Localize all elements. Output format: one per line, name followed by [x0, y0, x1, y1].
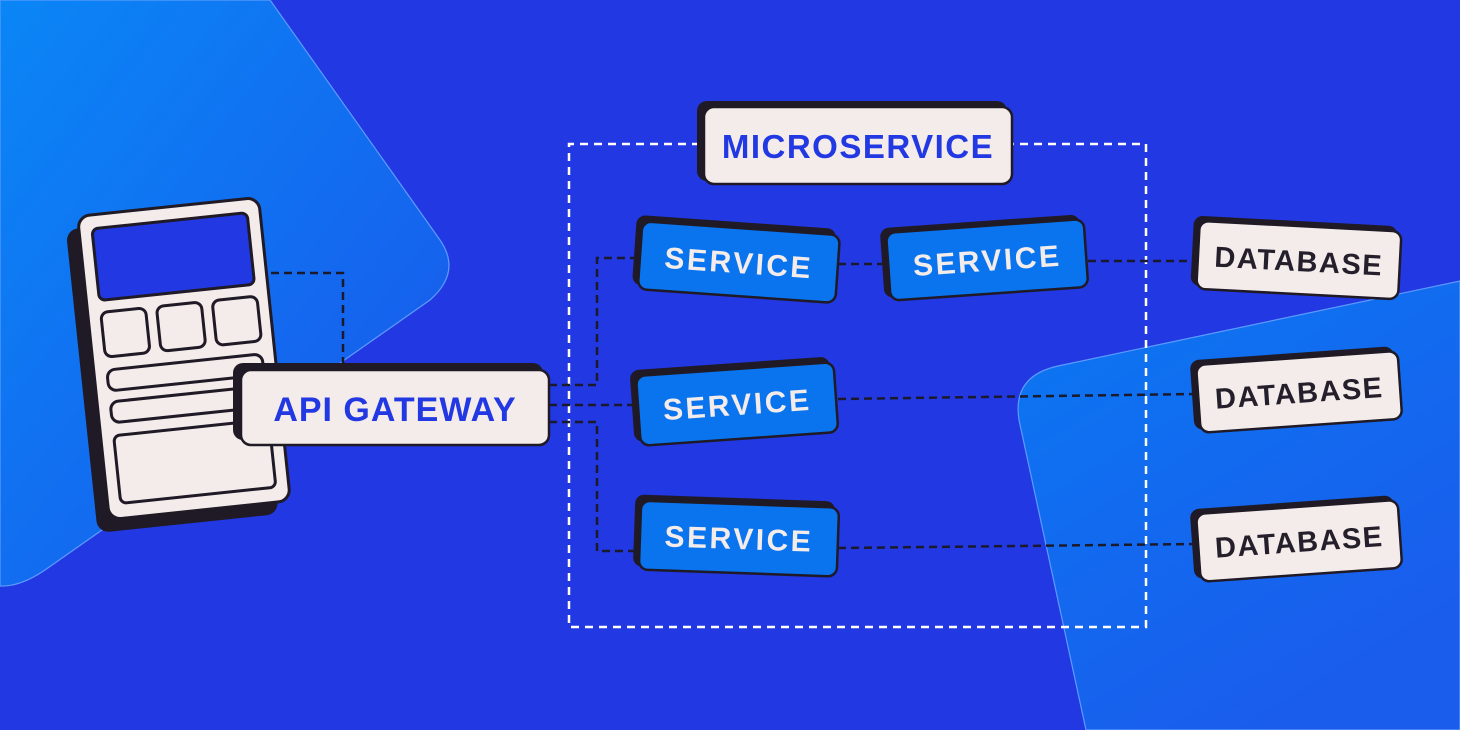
connectors [258, 256, 1197, 553]
api-gateway-card [239, 368, 551, 447]
phone-app-tile-2 [155, 301, 207, 353]
service-node: SERVICE [632, 215, 841, 304]
api-gateway-node: API GATEWAY [233, 363, 551, 447]
database-node: DATABASE [1190, 346, 1403, 434]
connector-gateway-service-4 [549, 420, 636, 553]
microservice-title-card [702, 105, 1014, 186]
phone-app-tile-3 [211, 295, 263, 347]
phone-app-tile-1 [99, 306, 151, 359]
connector-gateway-service-1 [549, 256, 636, 387]
service-card [885, 218, 1089, 302]
service-card [637, 220, 841, 304]
service-card [635, 361, 839, 447]
microservice-boundary [567, 142, 1148, 629]
service-label: SERVICE [664, 520, 814, 558]
service-card [637, 499, 841, 578]
phone-screen [90, 211, 256, 302]
microservice-title-node: MICROSERVICE [697, 101, 1014, 186]
service-node: SERVICE [633, 494, 841, 578]
microservice-title: MICROSERVICE [722, 128, 994, 165]
database-node: DATABASE [1190, 216, 1403, 301]
database-node: DATABASE [1190, 495, 1403, 583]
database-card [1195, 499, 1403, 583]
database-card [1195, 220, 1403, 301]
client-phone [67, 197, 291, 532]
service-node: SERVICE [880, 214, 1089, 302]
api-gateway-label: API GATEWAY [273, 391, 516, 429]
service-node: SERVICE [630, 357, 839, 447]
connector-service-3-database-2 [837, 392, 1197, 401]
database-card [1195, 350, 1403, 434]
phone-content-block [112, 418, 277, 505]
connector-phone-gateway [258, 271, 345, 370]
connector-service-4-database-3 [837, 542, 1197, 550]
